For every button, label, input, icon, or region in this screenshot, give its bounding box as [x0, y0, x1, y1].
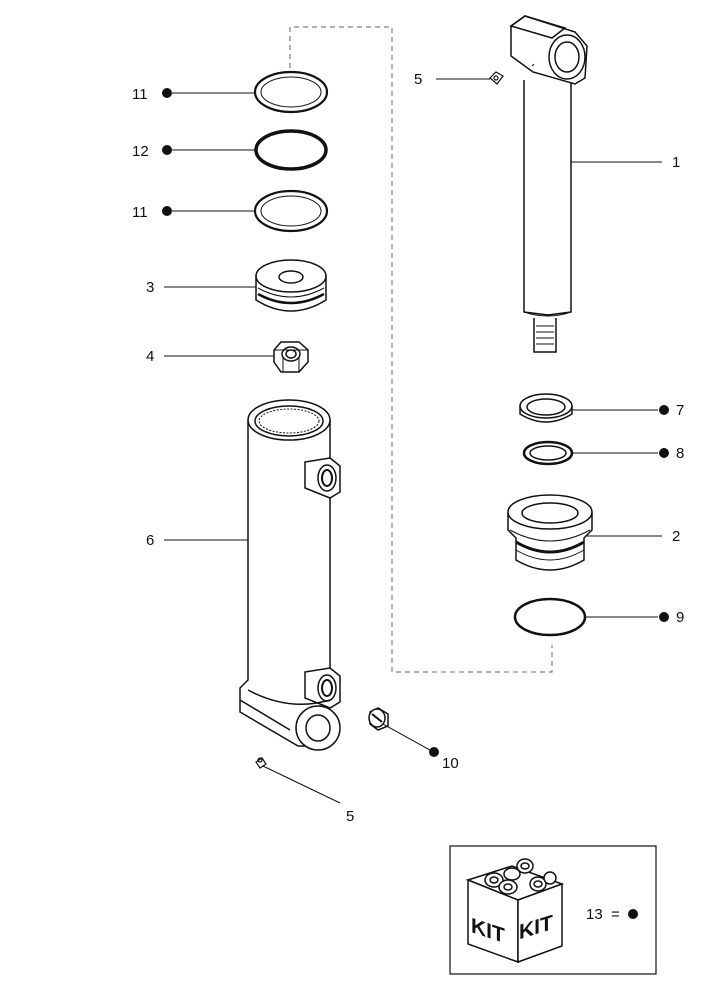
cylinder-barrel-6 [239, 399, 341, 751]
gland-2 [507, 494, 593, 571]
kit-box-icon [465, 858, 565, 964]
kit-legend-equals: = [611, 906, 620, 923]
leader-lines [164, 78, 662, 804]
callout-10: 10 [442, 755, 459, 772]
grease-fitting-5-lower [255, 757, 267, 769]
callout-12: 12 [132, 143, 149, 160]
kit-legend-number: 13 [586, 906, 603, 923]
seal-ring-11-upper [253, 70, 329, 114]
callout-5-lower: 5 [346, 808, 354, 825]
o-ring-12 [254, 129, 328, 171]
callout-5-upper: 5 [414, 71, 422, 88]
callout-3: 3 [146, 279, 154, 296]
callout-8: 8 [676, 445, 684, 462]
key-bullets [162, 88, 669, 757]
rod-seal-8 [522, 440, 574, 466]
nut-4 [273, 341, 309, 373]
callout-2: 2 [672, 528, 680, 545]
kit-fittings-icon [484, 858, 557, 895]
grease-fitting-5-upper [489, 71, 504, 85]
kit-legend-box: KIT KIT 13 = [449, 845, 657, 975]
wiper-seal-7 [519, 393, 573, 423]
piston-rod-1 [509, 15, 588, 353]
callout-11-upper: 11 [132, 86, 148, 103]
callout-1: 1 [672, 154, 680, 171]
callout-7: 7 [676, 402, 684, 419]
plug-10 [368, 707, 389, 731]
callout-6: 6 [146, 532, 154, 549]
callout-4: 4 [146, 348, 154, 365]
callout-9: 9 [676, 609, 684, 626]
piston-3 [255, 259, 327, 312]
o-ring-9 [513, 597, 587, 637]
seal-ring-11-lower [253, 189, 329, 233]
callout-11-lower: 11 [132, 204, 148, 221]
kit-legend-bullet [628, 909, 638, 919]
